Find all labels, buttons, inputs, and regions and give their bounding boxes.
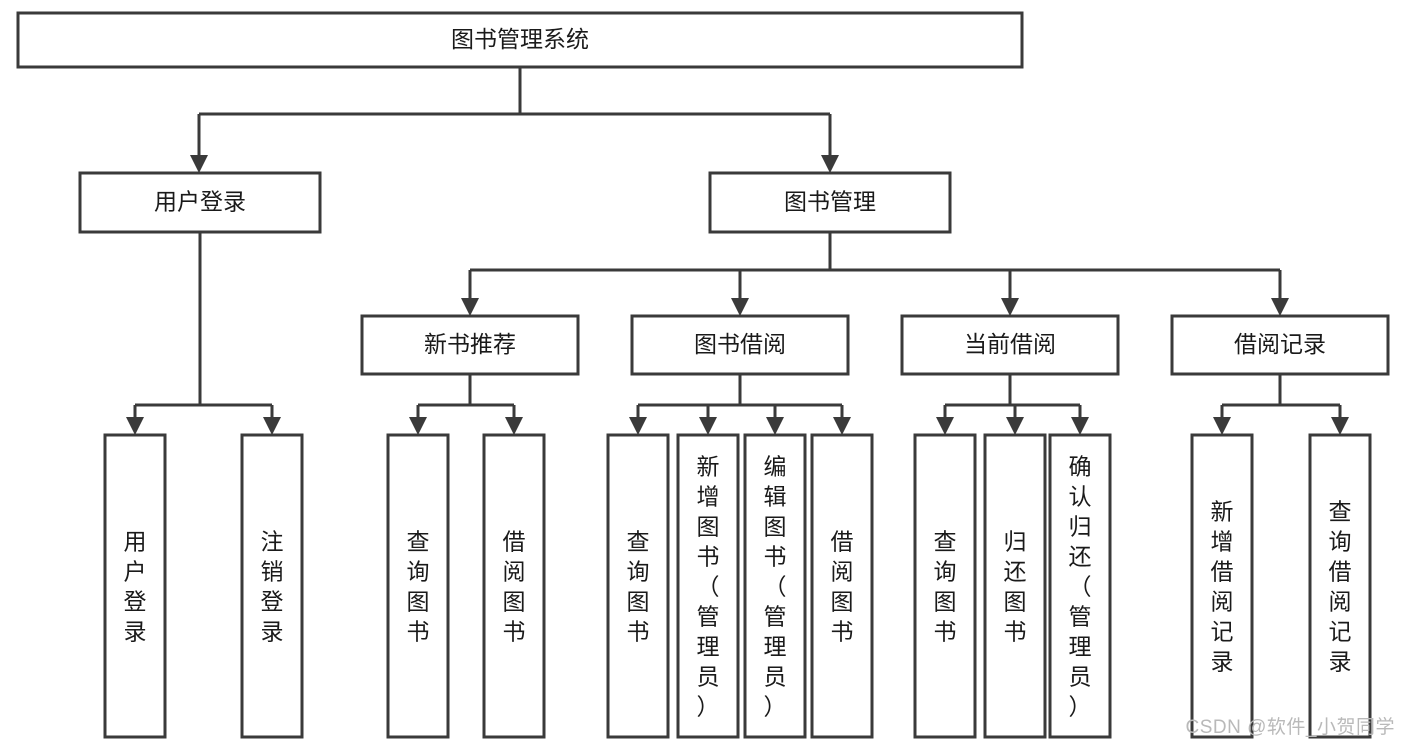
node-l3_1[interactable]: 图书借阅	[630, 314, 850, 376]
node-leaf_9[interactable]: 归还图书	[983, 433, 1047, 739]
node-leaf_12[interactable]: 查询借阅记录	[1308, 433, 1372, 739]
arrow-to-borrow-record	[1271, 298, 1289, 316]
book-borrow-bus	[638, 374, 842, 407]
node-box-leaf_8[interactable]	[913, 433, 977, 739]
node-root[interactable]: 图书管理系统	[16, 11, 1024, 69]
node-leaf_8[interactable]: 查询图书	[913, 433, 977, 739]
arrow-to-book-borrow	[731, 298, 749, 316]
node-box-l3_3[interactable]	[1170, 314, 1390, 376]
node-label-leaf_8: 查询图书	[934, 528, 957, 644]
arrow-to-book-manage	[821, 155, 839, 173]
node-box-root[interactable]	[16, 11, 1024, 69]
node-label-leaf_4: 查询图书	[627, 528, 650, 644]
node-label-leaf_7: 借阅图书	[831, 528, 854, 644]
arrow-to-leaf-10	[1071, 417, 1089, 435]
node-leaf_10[interactable]: 确认归还（管理员）	[1048, 433, 1112, 739]
node-label-leaf_0: 用户登录	[124, 528, 147, 644]
node-label-l3_2: 当前借阅	[964, 331, 1056, 357]
node-label-leaf_10: 确认归还（管理员）	[1069, 453, 1092, 719]
arrow-to-current-borrow	[1001, 298, 1019, 316]
node-label-leaf_11: 新增借阅记录	[1211, 498, 1234, 674]
node-leaf_3[interactable]: 借阅图书	[482, 433, 546, 739]
arrow-to-leaf-9	[1006, 417, 1024, 435]
arrow-to-leaf-3	[505, 417, 523, 435]
node-l2_1[interactable]: 图书管理	[708, 171, 952, 234]
arrow-to-leaf-8	[936, 417, 954, 435]
node-box-leaf_3[interactable]	[482, 433, 546, 739]
node-l2_0[interactable]: 用户登录	[78, 171, 322, 234]
node-leaf_7[interactable]: 借阅图书	[810, 433, 874, 739]
node-label-root: 图书管理系统	[451, 26, 589, 52]
new-book-bus	[418, 374, 514, 407]
node-box-l3_0[interactable]	[360, 314, 580, 376]
node-label-l3_0: 新书推荐	[424, 331, 516, 357]
arrow-to-leaf-4	[629, 417, 647, 435]
node-label-leaf_6: 编辑图书（管理员）	[764, 453, 787, 719]
arrow-head-layer	[126, 155, 1349, 435]
arrow-to-user-login	[190, 155, 208, 173]
node-leaf_5[interactable]: 新增图书（管理员）	[676, 433, 740, 739]
node-box-l3_2[interactable]	[900, 314, 1120, 376]
node-box-leaf_0[interactable]	[103, 433, 167, 739]
book-manage-bus	[470, 232, 1280, 272]
arrow-to-leaf-7	[833, 417, 851, 435]
node-layer: 图书管理系统用户登录图书管理新书推荐图书借阅当前借阅借阅记录用户登录注销登录查询…	[16, 11, 1390, 739]
node-leaf_1[interactable]: 注销登录	[240, 433, 304, 739]
borrow-record-bus	[1222, 374, 1340, 407]
node-box-l2_0[interactable]	[78, 171, 322, 234]
node-label-l3_1: 图书借阅	[694, 331, 786, 357]
node-box-l2_1[interactable]	[708, 171, 952, 234]
arrow-to-leaf-5	[699, 417, 717, 435]
current-borrow-bus	[945, 374, 1080, 407]
node-label-l2_1: 图书管理	[784, 189, 876, 215]
node-leaf_4[interactable]: 查询图书	[606, 433, 670, 739]
arrow-to-leaf-2	[409, 417, 427, 435]
node-label-leaf_5: 新增图书（管理员）	[697, 453, 720, 719]
node-box-leaf_6[interactable]	[743, 433, 807, 739]
node-leaf_0[interactable]: 用户登录	[103, 433, 167, 739]
node-l3_3[interactable]: 借阅记录	[1170, 314, 1390, 376]
arrow-to-leaf-0	[126, 417, 144, 435]
node-label-leaf_2: 查询图书	[407, 528, 430, 644]
node-box-leaf_9[interactable]	[983, 433, 1047, 739]
user-login-bus	[135, 232, 272, 407]
node-leaf_2[interactable]: 查询图书	[386, 433, 450, 739]
node-box-leaf_2[interactable]	[386, 433, 450, 739]
node-label-l2_0: 用户登录	[154, 189, 246, 215]
node-box-leaf_7[interactable]	[810, 433, 874, 739]
node-l3_0[interactable]: 新书推荐	[360, 314, 580, 376]
node-box-leaf_11[interactable]	[1190, 433, 1254, 739]
root-bus	[199, 67, 830, 116]
connector-layer	[133, 67, 1342, 419]
node-box-leaf_1[interactable]	[240, 433, 304, 739]
arrow-to-leaf-12	[1331, 417, 1349, 435]
node-label-leaf_9: 归还图书	[1004, 528, 1027, 644]
node-box-leaf_10[interactable]	[1048, 433, 1112, 739]
node-label-leaf_3: 借阅图书	[503, 528, 526, 644]
node-leaf_11[interactable]: 新增借阅记录	[1190, 433, 1254, 739]
arrow-to-leaf-1	[263, 417, 281, 435]
arrow-to-new-book	[461, 298, 479, 316]
node-box-leaf_12[interactable]	[1308, 433, 1372, 739]
node-leaf_6[interactable]: 编辑图书（管理员）	[743, 433, 807, 739]
node-box-leaf_5[interactable]	[676, 433, 740, 739]
node-label-leaf_12: 查询借阅记录	[1329, 498, 1352, 674]
node-label-leaf_1: 注销登录	[261, 528, 284, 644]
arrow-to-leaf-11	[1213, 417, 1231, 435]
node-l3_2[interactable]: 当前借阅	[900, 314, 1120, 376]
arrow-to-leaf-6	[766, 417, 784, 435]
node-box-leaf_4[interactable]	[606, 433, 670, 739]
node-box-l3_1[interactable]	[630, 314, 850, 376]
node-label-l3_3: 借阅记录	[1234, 331, 1326, 357]
